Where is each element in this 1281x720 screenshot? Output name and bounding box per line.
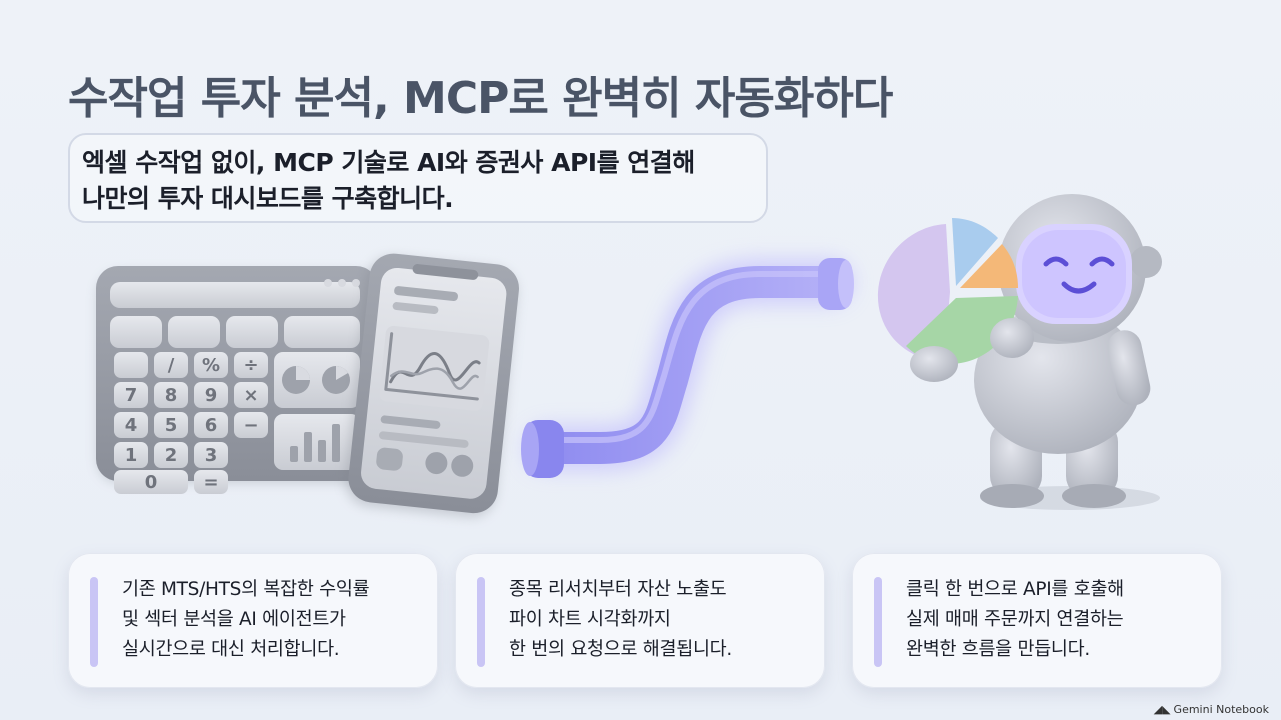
- calc-key-14: 3: [205, 445, 218, 466]
- robot-icon: [877, 194, 1162, 510]
- page-title: 수작업 투자 분석, MCP로 완벽히 자동화하다: [68, 73, 893, 124]
- card-text-line: 실시간으로 대신 처리합니다.: [122, 639, 340, 660]
- calc-key-6: 9: [205, 385, 218, 406]
- card-text-line: 및 섹터 분석을 AI 에이전트가: [122, 609, 346, 630]
- calc-key-9: 5: [165, 415, 178, 436]
- calc-key-16: =: [203, 472, 218, 493]
- card-text-line: 클릭 한 번으로 API를 호출해: [906, 579, 1124, 600]
- calc-key-15: 0: [145, 472, 158, 493]
- watermark-text: Gemini Notebook: [1173, 703, 1269, 716]
- accent-bar: [874, 577, 882, 667]
- pipe-connector-icon: [521, 258, 854, 478]
- calc-key-4: 7: [125, 385, 138, 406]
- card-text-line: 기존 MTS/HTS의 복잡한 수익률: [122, 579, 370, 600]
- accent-bar: [90, 577, 98, 667]
- calc-key-12: 1: [125, 445, 138, 466]
- feature-card-1: 기존 MTS/HTS의 복잡한 수익률 및 섹터 분석을 AI 에이전트가 실시…: [68, 553, 438, 688]
- card-text-line: 실제 매매 주문까지 연결하는: [906, 609, 1124, 630]
- calc-key-13: 2: [165, 445, 178, 466]
- calc-key-1: /: [168, 355, 175, 376]
- calc-key-8: 4: [125, 415, 138, 436]
- smartphone-icon: [346, 253, 519, 517]
- calc-key-5: 8: [165, 385, 178, 406]
- calc-key-7: ×: [243, 385, 258, 406]
- gemini-logo-icon: ◢◣: [1153, 703, 1171, 716]
- feature-card-3: 클릭 한 번으로 API를 호출해 실제 매매 주문까지 연결하는 완벽한 흐름…: [852, 553, 1222, 688]
- calc-key-10: 6: [205, 415, 218, 436]
- subtitle-line-1: 엑셀 수작업 없이, MCP 기술로 AI와 증권사 API를 연결해: [82, 148, 695, 177]
- card-text-line: 한 번의 요청으로 해결됩니다.: [509, 639, 732, 660]
- accent-bar: [477, 577, 485, 667]
- subtitle-line-2: 나만의 투자 대시보드를 구축합니다.: [82, 184, 454, 213]
- calculator-icon: / % ÷ 7 8 9 × 4 5 6 − 1 2 3 0 =: [96, 266, 378, 494]
- calc-key-11: −: [243, 415, 258, 436]
- watermark: ◢◣Gemini Notebook: [1154, 703, 1269, 716]
- calc-key-2: %: [202, 355, 220, 376]
- card-text-line: 완벽한 흐름을 만듭니다.: [906, 639, 1090, 660]
- card-text-line: 종목 리서치부터 자산 노출도: [509, 579, 727, 600]
- calc-key-3: ÷: [243, 355, 258, 376]
- feature-card-2: 종목 리서치부터 자산 노출도 파이 차트 시각화까지 한 번의 요청으로 해결…: [455, 553, 825, 688]
- card-text-line: 파이 차트 시각화까지: [509, 609, 671, 630]
- subtitle-box: 엑셀 수작업 없이, MCP 기술로 AI와 증권사 API를 연결해 나만의 …: [68, 133, 768, 223]
